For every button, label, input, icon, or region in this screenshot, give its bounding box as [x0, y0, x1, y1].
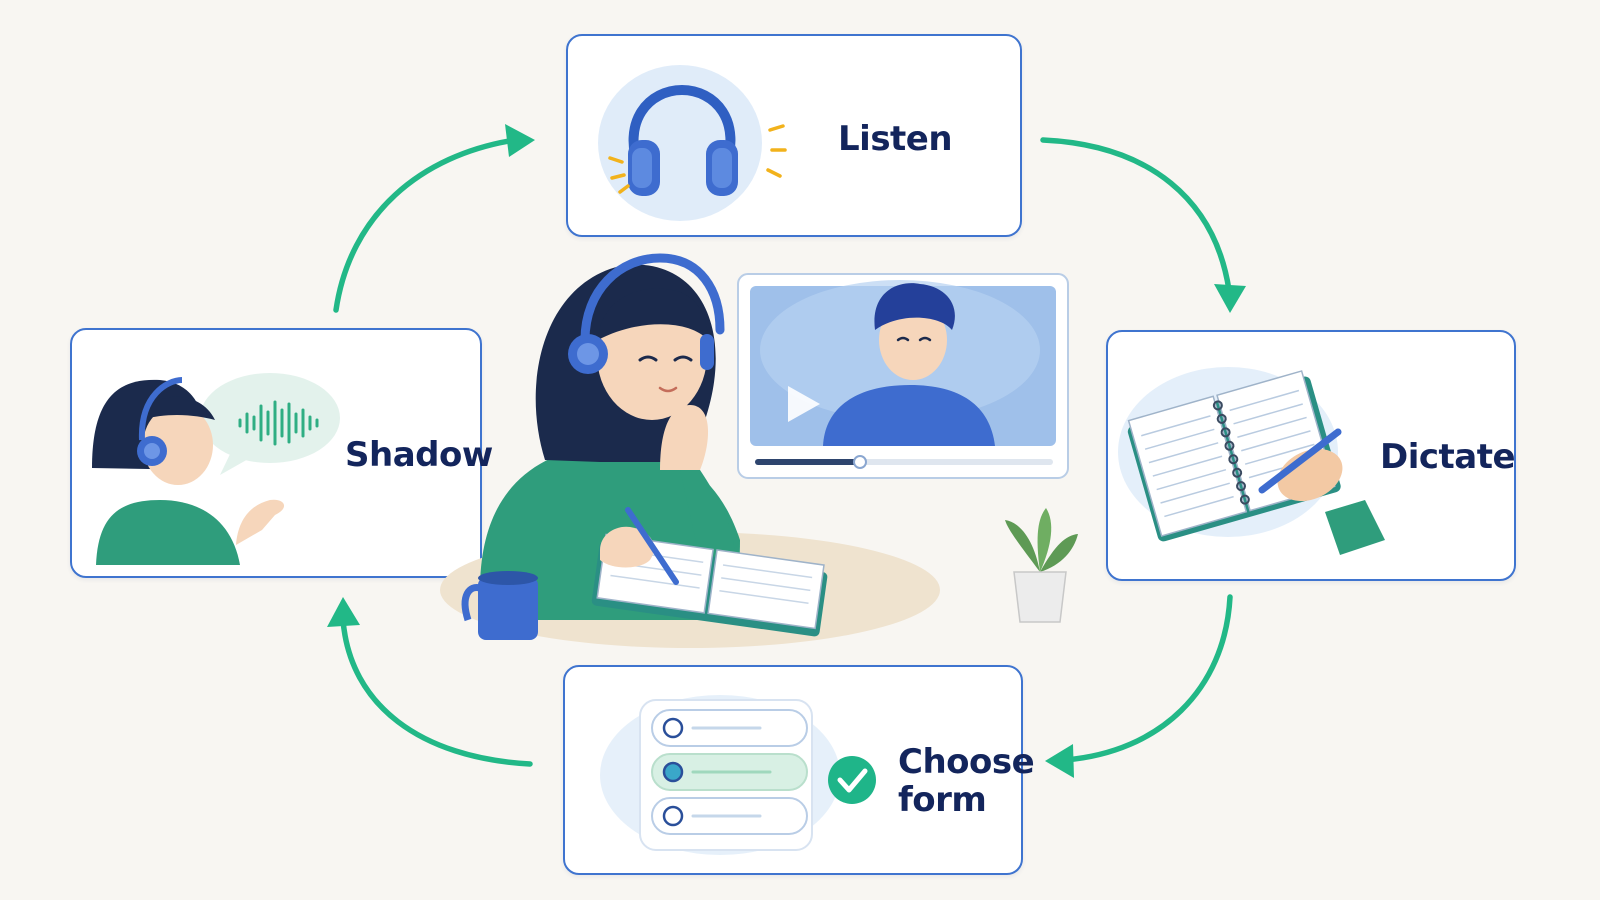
arrowhead-to-dictate	[1214, 284, 1246, 313]
play-icon	[788, 386, 820, 422]
video-progress-handle	[853, 455, 867, 469]
arrowhead-to-shadow	[327, 597, 360, 627]
shadow-label: Shadow	[345, 435, 493, 475]
arrowhead-to-choose	[1045, 744, 1074, 778]
waveform-icon	[238, 400, 319, 446]
check-icon	[828, 756, 876, 804]
arrow-shadow-to-listen	[333, 137, 518, 313]
presenter-hoodie	[823, 385, 995, 446]
pen-icon	[625, 507, 679, 585]
arrow-dictate-to-choose	[1062, 594, 1233, 763]
choose-form-label: Choose form	[898, 742, 1035, 820]
arrow-choose-to-shadow	[340, 617, 533, 767]
arrowhead-to-listen	[505, 124, 535, 157]
listen-label: Listen	[838, 119, 953, 159]
desk-notebook-icon	[591, 533, 828, 637]
arrow-listen-to-dictate	[1040, 137, 1232, 293]
dictate-label: Dictate	[1380, 437, 1516, 477]
mug-icon	[461, 571, 538, 640]
